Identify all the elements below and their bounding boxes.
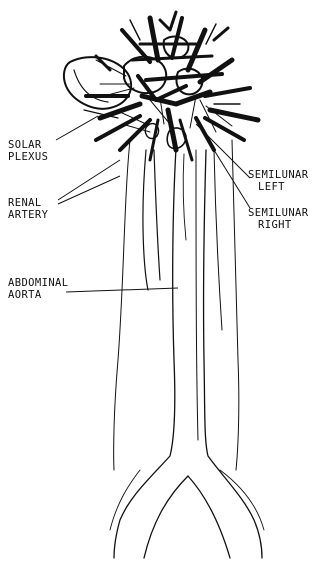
semilunar-right-label: SEMILUNAR RIGHT [248, 207, 309, 231]
abdominal-aorta-label: ABDOMINAL AORTA [8, 277, 69, 301]
semilunar-left-label: SEMILUNAR LEFT [248, 169, 309, 193]
nerve-fibres [110, 140, 264, 530]
abdominal-aorta-outline [114, 148, 262, 558]
abdominal-aorta-label-line2: AORTA [8, 289, 69, 301]
semilunar-left-label-line1: SEMILUNAR [248, 169, 309, 181]
semilunar-left-leader [196, 124, 250, 178]
semilunar-right-label-line2: RIGHT [248, 219, 309, 231]
solar-plexus-label-line1: SOLAR [8, 139, 48, 151]
renal-artery-label-line1: RENAL [8, 197, 48, 209]
abdominal-aorta-label-line1: ABDOMINAL [8, 277, 69, 289]
solar-plexus-label: SOLAR PLEXUS [8, 139, 48, 163]
renal-artery-label: RENAL ARTERY [8, 197, 48, 221]
semilunar-right-label-line1: SEMILUNAR [248, 207, 309, 219]
nerve-plexus-mass [64, 12, 258, 160]
solar-plexus-label-line2: PLEXUS [8, 151, 48, 163]
semilunar-left-label-line2: LEFT [248, 181, 309, 193]
renal-artery-label-line2: ARTERY [8, 209, 48, 221]
solar-plexus-leader [56, 116, 98, 140]
semilunar-right-leader [214, 150, 250, 208]
